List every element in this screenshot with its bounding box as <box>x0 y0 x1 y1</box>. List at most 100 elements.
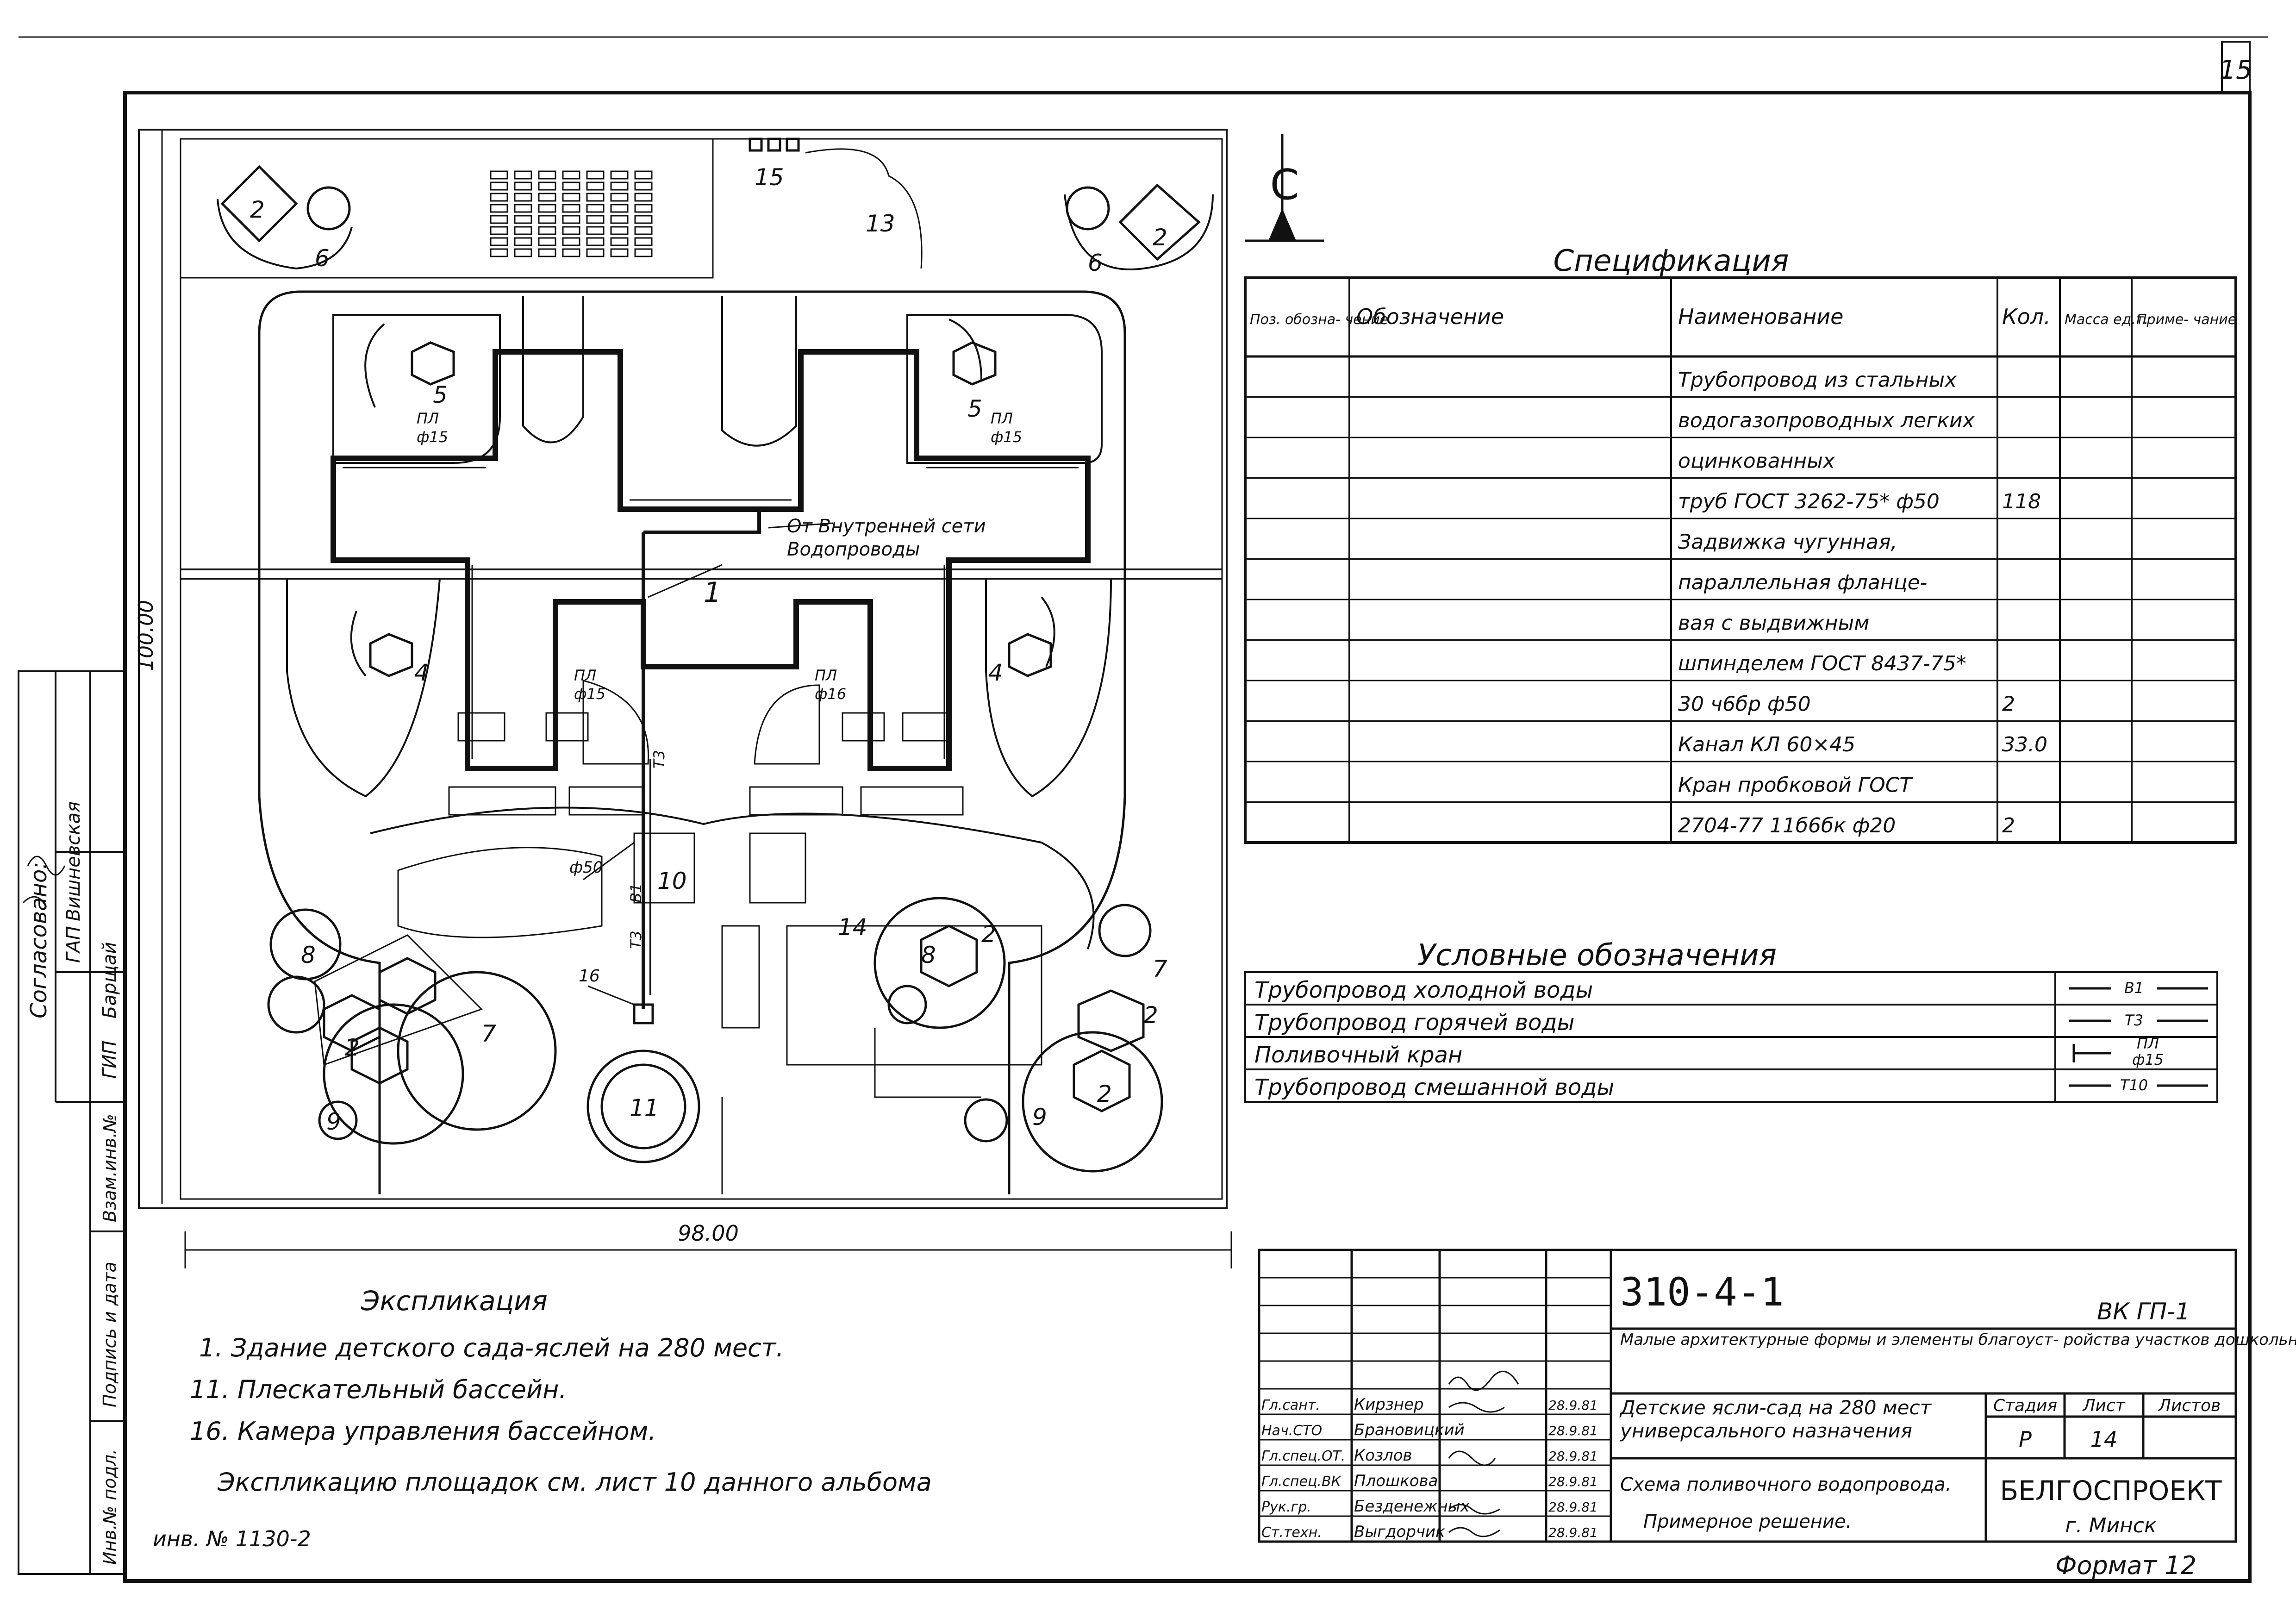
label-2-se-b: 2 <box>1143 1002 1158 1029</box>
stamp-name-gip: Барщай <box>99 942 120 1018</box>
stamp-role-gap: ГАП <box>63 926 84 963</box>
spec-cell: оцинкованных <box>1678 450 1835 473</box>
person-date: 28.9.81 <box>1548 1525 1598 1540</box>
spec-cell: труб ГОСТ 3262-75* ф50 <box>1678 490 1940 513</box>
legend-symbol-cold: В1 <box>2124 979 2144 997</box>
spec-cell: 33.0 <box>2002 733 2047 756</box>
tap-center-right-bottom: ф16 <box>815 685 846 703</box>
label-2-sw: 2 <box>345 1034 360 1061</box>
label-2-se-a: 2 <box>981 921 996 948</box>
label-14: 14 <box>838 914 867 941</box>
person-role: Гл.спец.ВК <box>1261 1474 1342 1490</box>
label-2-ne: 2 <box>1153 224 1167 251</box>
spec-cell: водогазопроводных легких <box>1678 409 1975 432</box>
section-mark <box>1245 134 1324 242</box>
person-name: Выгдорчик <box>1354 1523 1445 1541</box>
legend-items: Трубопровод холодной воды Трубопровод го… <box>1254 977 1614 1100</box>
legend-title: Условные обозначения <box>1417 938 1777 973</box>
drawing-line-2: Примерное решение. <box>1643 1511 1852 1532</box>
drawing-line-1: Схема поливочного водопровода. <box>1620 1474 1951 1495</box>
drawing-code: 310-4-1 <box>1620 1269 1784 1315</box>
spec-cell: Задвижка чугунная, <box>1678 531 1897 554</box>
spec-cell: вая с выдвижным <box>1678 612 1870 635</box>
tap-left-top: ПЛ <box>417 410 439 427</box>
pipe-t3-label: Т3 <box>627 931 645 949</box>
explication-note: Экспликацию площадок см. лист 10 данного… <box>217 1468 932 1497</box>
play-area-symbols <box>217 137 1214 1173</box>
label-4-right: 4 <box>988 659 1003 686</box>
building-plan <box>331 349 1091 771</box>
dimension-lines <box>148 129 1232 1268</box>
legend-label-tap: Поливочный кран <box>1254 1042 1462 1068</box>
tap-right-top: ПЛ <box>991 410 1013 427</box>
pipe-b1-label: В1 <box>627 883 645 903</box>
stage-value: Р <box>2019 1427 2032 1452</box>
label-6-left: 6 <box>315 245 330 272</box>
tap-center-right-top: ПЛ <box>815 667 837 684</box>
label-13: 13 <box>866 210 895 237</box>
person-role: Гл.сант. <box>1261 1397 1320 1413</box>
format-label: Формат 12 <box>2055 1551 2196 1580</box>
label-15: 15 <box>755 164 784 191</box>
person-name: Кирзнер <box>1354 1395 1424 1414</box>
organization-city: г. Минск <box>2065 1514 2157 1537</box>
legend-label-mixed: Трубопровод смешанной воды <box>1254 1074 1614 1100</box>
person-role: Ст.техн. <box>1261 1524 1322 1541</box>
tap-labels: ПЛ ф15 ПЛ ф15 ПЛ ф15 ПЛ ф16 <box>417 410 1022 703</box>
stamp-cell-inventory: Инв.№ подл. <box>100 1449 120 1565</box>
label-8-left: 8 <box>301 942 316 968</box>
spec-title: Спецификация <box>1554 244 1789 278</box>
spec-cell: шпинделем ГОСТ 8437-75* <box>1678 652 1966 675</box>
label-4-left: 4 <box>414 659 429 686</box>
label-5-left: 5 <box>433 381 448 408</box>
pipe-diameter-label: ф50 <box>569 858 603 877</box>
person-date: 28.9.81 <box>1548 1474 1598 1489</box>
agreed-label: Согласовано: <box>26 862 52 1018</box>
project-description-text: Малые архитектурные формы и элементы бла… <box>1620 1330 2296 1349</box>
spec-cell: 2 <box>2002 814 2015 837</box>
project-description: Малые архитектурные формы и элементы бла… <box>1620 1330 2296 1349</box>
side-stamp <box>18 670 126 1575</box>
spec-cell: Кран пробковой ГОСТ <box>1678 774 1913 797</box>
person-name: Плошкова <box>1354 1472 1438 1490</box>
tap-left-bottom: ф15 <box>417 428 448 446</box>
spec-cell: 30 ч6бр ф50 <box>1678 693 1811 716</box>
sheet-label: Лист <box>2082 1396 2125 1415</box>
explication-item-16: 16. Камера управления бассейном. <box>190 1417 656 1446</box>
inventory-number: инв. № 1130-2 <box>153 1526 311 1551</box>
stamp-cell-signature: Подпись и дата <box>100 1262 120 1407</box>
agreement-signature <box>22 856 66 908</box>
stamp-cell-replace: Взам.инв.№ <box>100 1114 120 1222</box>
spec-cell: Канал КЛ 60×45 <box>1678 733 1855 756</box>
tap-right-bottom: ф15 <box>991 428 1022 446</box>
person-role: Нач.СТО <box>1261 1423 1322 1439</box>
spec-cell: 118 <box>2002 490 2041 513</box>
label-building: 1 <box>704 576 721 609</box>
legend-symbol-hot: Т3 <box>2125 1012 2143 1029</box>
section-mark-letter: С <box>1270 161 1299 209</box>
label-8-right: 8 <box>921 942 936 968</box>
person-name: Безденежных <box>1354 1497 1470 1516</box>
label-7-right: 7 <box>1153 956 1167 982</box>
sheet-number: 15 <box>2219 55 2252 85</box>
stage-label: Стадия <box>1993 1396 2057 1415</box>
person-date: 28.9.81 <box>1548 1449 1598 1464</box>
spec-cell: параллельная фланце- <box>1678 571 1928 594</box>
water-pipes <box>583 512 834 1009</box>
dim-horizontal: 98.00 <box>678 1221 739 1246</box>
title-block-grid <box>1258 1249 2237 1543</box>
sheet-number-box <box>2221 41 2251 94</box>
parking-grid <box>490 170 653 257</box>
label-9-right: 9 <box>1032 1104 1047 1131</box>
label-5-right: 5 <box>967 395 982 422</box>
building-inner-walls <box>343 467 1079 759</box>
site-plan <box>138 129 1228 1209</box>
person-name: Козлов <box>1354 1446 1412 1465</box>
dim-vertical: 100.00 <box>134 600 158 671</box>
pipe-t3-label-upper: Т3 <box>650 750 668 768</box>
explication-title: Экспликация <box>361 1285 548 1317</box>
stamp-role-gip: ГИП <box>99 1041 120 1079</box>
label-16: 16 <box>579 967 600 986</box>
